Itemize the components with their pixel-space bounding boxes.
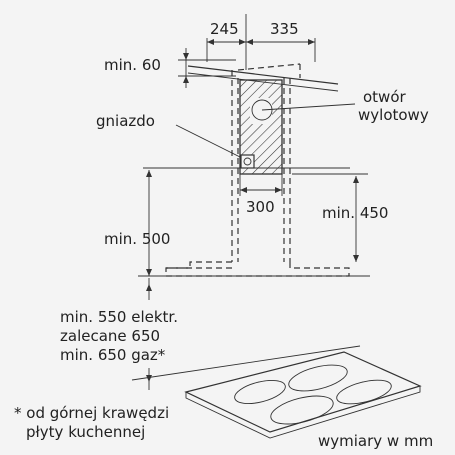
- dim-245-arrow-right: [239, 39, 246, 45]
- burner-front-left: [270, 395, 334, 425]
- dim-300-arrow-left: [240, 187, 247, 193]
- min-500-arrow-top: [146, 170, 152, 177]
- clearance-label-recommended: zalecane 650: [60, 327, 160, 345]
- min-500-arrow-bottom: [146, 269, 152, 276]
- min-450-label: min. 450: [322, 204, 388, 222]
- socket-icon-center: [243, 157, 252, 166]
- dim-245-arrow-left: [207, 39, 214, 45]
- socket-leader: [175, 124, 243, 159]
- hood-body: [165, 261, 350, 277]
- clearance-label-gas: min. 650 gaz*: [60, 346, 166, 364]
- dim-245-label: 245: [210, 20, 239, 38]
- outlet-label-line1: otwór: [363, 88, 407, 106]
- clearance-arrow-top: [146, 284, 152, 291]
- min-500-label: min. 500: [104, 230, 170, 248]
- duct-top-slant: [237, 63, 301, 71]
- clearance-label-electric: min. 550 elektr.: [60, 308, 178, 326]
- outlet-leader: [261, 103, 356, 111]
- hob-top-line: [131, 345, 361, 381]
- burner-front-right: [336, 379, 392, 405]
- dim-300-arrow-right: [275, 187, 282, 193]
- dim-300-label: 300: [246, 198, 275, 216]
- min-60-arrow-bottom: [183, 76, 189, 83]
- burner-back-left: [234, 379, 286, 405]
- min-60-label: min. 60: [104, 56, 161, 74]
- footnote-line1: * od górnej krawędzi: [14, 404, 169, 422]
- min-450-arrow-bottom: [353, 255, 359, 262]
- socket-icon: [240, 154, 255, 169]
- units-label: wymiary w mm: [318, 432, 433, 450]
- min-60-arrow-top: [183, 53, 189, 60]
- dim-335-label: 335: [270, 20, 299, 38]
- footnote-line2: płyty kuchennej: [26, 423, 145, 441]
- min-450-arrow-top: [353, 176, 359, 183]
- clearance-arrow-bottom: [146, 375, 152, 382]
- outlet-label-line2: wylotowy: [358, 106, 429, 124]
- socket-label: gniazdo: [96, 112, 155, 130]
- outlet-circle: [251, 99, 273, 121]
- burner-back-right: [288, 364, 348, 392]
- dim-335-arrow-right: [308, 39, 315, 45]
- dim-335-arrow-left: [246, 39, 253, 45]
- cooktop: [184, 351, 422, 433]
- cooktop-front-edge: [185, 386, 421, 439]
- ceiling-line: [187, 65, 339, 85]
